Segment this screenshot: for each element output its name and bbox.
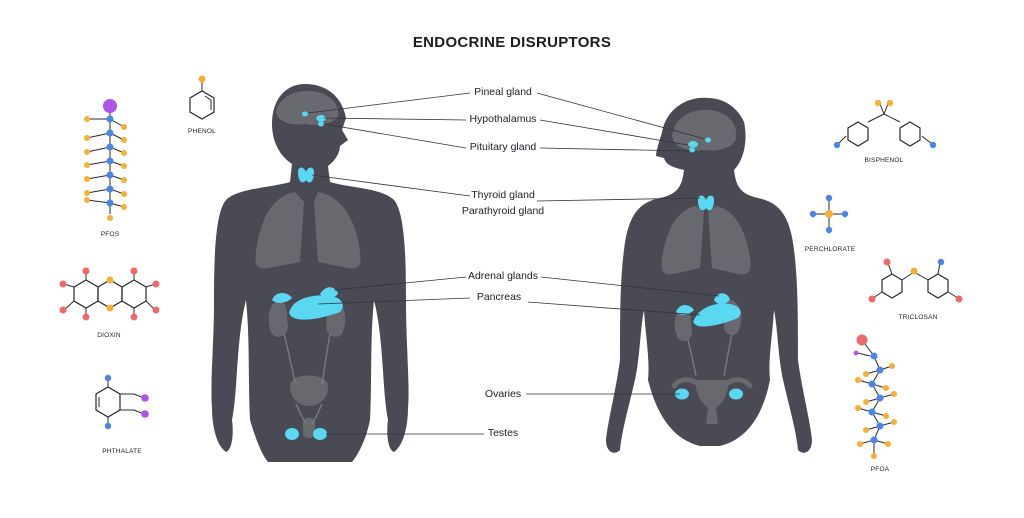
female-lung-left — [661, 206, 704, 275]
male-adrenal-gland-left — [272, 293, 292, 303]
male-kidney-left — [268, 300, 288, 337]
molecule-perchlorate — [809, 194, 849, 234]
label-phthalate: PHTHALATE — [102, 448, 142, 455]
female-kidney-left — [674, 308, 692, 341]
male-bladder — [290, 375, 328, 406]
label-pancreas: Pancreas — [476, 291, 522, 303]
female-pancreas — [693, 303, 741, 327]
label-testes: Testes — [487, 427, 519, 439]
female-pineal-gland — [705, 137, 711, 143]
label-pfos: PFOS — [100, 231, 120, 238]
female-ureters — [687, 333, 733, 377]
leader-pancreas-male — [317, 297, 471, 305]
female-adrenal-gland-left — [676, 305, 694, 315]
molecule-triclosan — [868, 258, 963, 303]
leader-hypothalamus-female — [539, 119, 689, 146]
male-hypothalamus — [316, 115, 326, 122]
label-thyroid-gland: Thyroid gland — [471, 189, 535, 201]
female-ovary-right — [729, 388, 743, 400]
female-fallopian-tubes — [671, 377, 753, 389]
label-pfoa: PFOA — [870, 466, 890, 473]
leader-lines — [307, 92, 720, 435]
leader-hypothalamus-male — [323, 117, 467, 121]
label-perchlorate: PERCHLORATE — [804, 246, 856, 253]
male-thyroid-gland — [298, 167, 314, 183]
male-pineal-gland — [302, 111, 308, 117]
female-uterus — [695, 380, 729, 424]
label-hypothalamus: Hypothalamus — [469, 113, 537, 125]
male-testis-right — [313, 428, 327, 440]
female-silhouette — [606, 97, 812, 453]
molecule-phenol — [189, 75, 215, 120]
female-hypothalamus — [688, 141, 698, 148]
label-parathyroid-gland: Parathyroid gland — [461, 205, 545, 217]
female-thyroid-gland — [698, 195, 714, 211]
female-lung-right — [708, 206, 751, 275]
male-testis-left — [285, 428, 299, 440]
molecule-dioxin — [59, 267, 160, 321]
page-title: ENDOCRINE DISRUPTORS — [412, 34, 612, 51]
leader-pituitary-female — [539, 147, 691, 152]
label-adrenal-glands: Adrenal glands — [467, 270, 539, 282]
male-lung-left — [255, 192, 304, 269]
female-brain — [672, 109, 737, 151]
molecule-bisphenol — [833, 99, 937, 149]
leader-thyroid-female — [536, 197, 701, 202]
leader-adrenal-male — [333, 276, 467, 291]
male-pancreas — [289, 295, 343, 320]
leader-pineal-female — [536, 92, 706, 140]
label-bisphenol: BISPHENOL — [864, 157, 904, 164]
leader-pancreas-female — [527, 301, 701, 316]
male-silhouette — [211, 84, 409, 462]
label-pineal-gland: Pineal gland — [474, 86, 532, 98]
female-pituitary-gland — [689, 147, 695, 153]
male-pituitary-gland — [318, 121, 324, 127]
label-ovaries: Ovaries — [484, 388, 522, 400]
molecule-pfos — [84, 99, 127, 221]
leader-pineal-male — [307, 92, 471, 114]
male-ureters — [283, 333, 331, 425]
label-pituitary-gland: Pituitary gland — [469, 141, 537, 153]
label-triclosan: TRICLOSAN — [898, 314, 938, 321]
molecule-phthalate — [95, 374, 149, 430]
leader-thyroid-male — [311, 174, 471, 197]
female-figure — [606, 97, 812, 453]
molecule-pfoa — [853, 334, 897, 459]
leader-pituitary-male — [323, 123, 467, 149]
leader-adrenal-female — [540, 276, 720, 297]
label-phenol: PHENOL — [188, 128, 216, 135]
male-figure — [211, 84, 409, 462]
male-lung-right — [314, 192, 361, 269]
label-dioxin: DIOXIN — [97, 332, 121, 339]
female-ovary-left — [675, 388, 689, 400]
